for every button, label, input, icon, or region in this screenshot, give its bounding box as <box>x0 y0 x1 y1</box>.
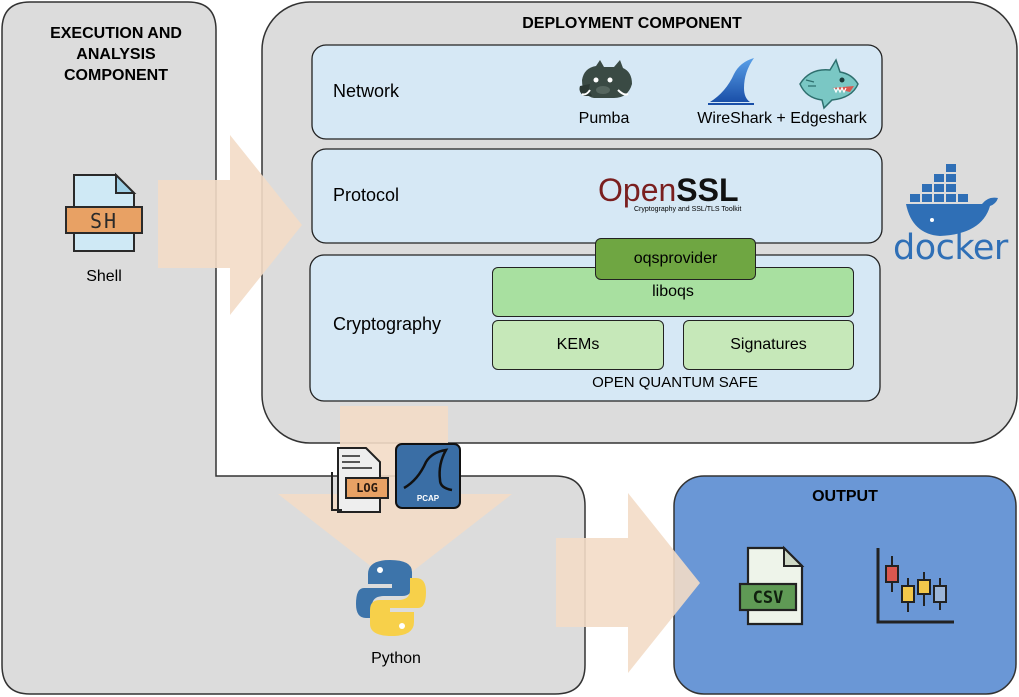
log-file-icon <box>331 447 389 513</box>
network-label: Network <box>333 81 400 101</box>
execution-title: EXECUTION AND ANALYSIS COMPONENT <box>16 23 216 86</box>
openssl-logo-ssl: SSL <box>676 172 739 208</box>
pumba-label: Pumba <box>578 110 630 127</box>
shark-fin-icon <box>708 58 754 105</box>
execution-title-line3: COMPONENT <box>64 67 168 84</box>
log-badge: LOG <box>356 481 378 495</box>
output-panel <box>673 475 1017 695</box>
deployment-title: DEPLOYMENT COMPONENT <box>522 15 742 32</box>
cryptography-label: Cryptography <box>333 314 442 334</box>
openssl-logo-open: Open <box>598 172 677 208</box>
kems-box: KEMs <box>492 320 664 370</box>
arrow-shell-to-deployment <box>158 135 302 315</box>
protocol-label: Protocol <box>333 185 400 205</box>
boar-icon <box>579 60 632 98</box>
output-title: OUTPUT <box>812 488 878 505</box>
oqsprovider-box: oqsprovider <box>595 238 756 280</box>
shell-file-icon <box>65 172 143 252</box>
python-icon <box>356 560 426 636</box>
execution-title-line2: ANALYSIS <box>76 46 156 63</box>
openssl-logo: OpenSSL <box>598 172 739 208</box>
execution-title-line1: EXECUTION AND <box>50 25 182 42</box>
openssl-tagline: Cryptography and SSL/TLS Toolkit <box>634 206 742 213</box>
signatures-box: Signatures <box>683 320 854 370</box>
docker-label: docker <box>893 228 1008 268</box>
boxplot-chart-icon <box>876 548 954 624</box>
shell-label: Shell <box>86 268 122 285</box>
wireshark-edgeshark-label: WireShark + Edgeshark <box>697 110 867 127</box>
python-label: Python <box>371 650 421 667</box>
docker-whale-icon <box>906 164 998 236</box>
arrow-python-to-output <box>556 493 700 673</box>
pcap-file-icon <box>395 443 461 509</box>
shell-badge: SH <box>89 209 119 233</box>
edgeshark-icon <box>799 58 859 110</box>
csv-badge: CSV <box>752 588 784 608</box>
csv-file-icon <box>738 545 805 626</box>
pcap-badge: PCAP <box>416 494 440 503</box>
open-quantum-safe-label: OPEN QUANTUM SAFE <box>592 374 758 391</box>
